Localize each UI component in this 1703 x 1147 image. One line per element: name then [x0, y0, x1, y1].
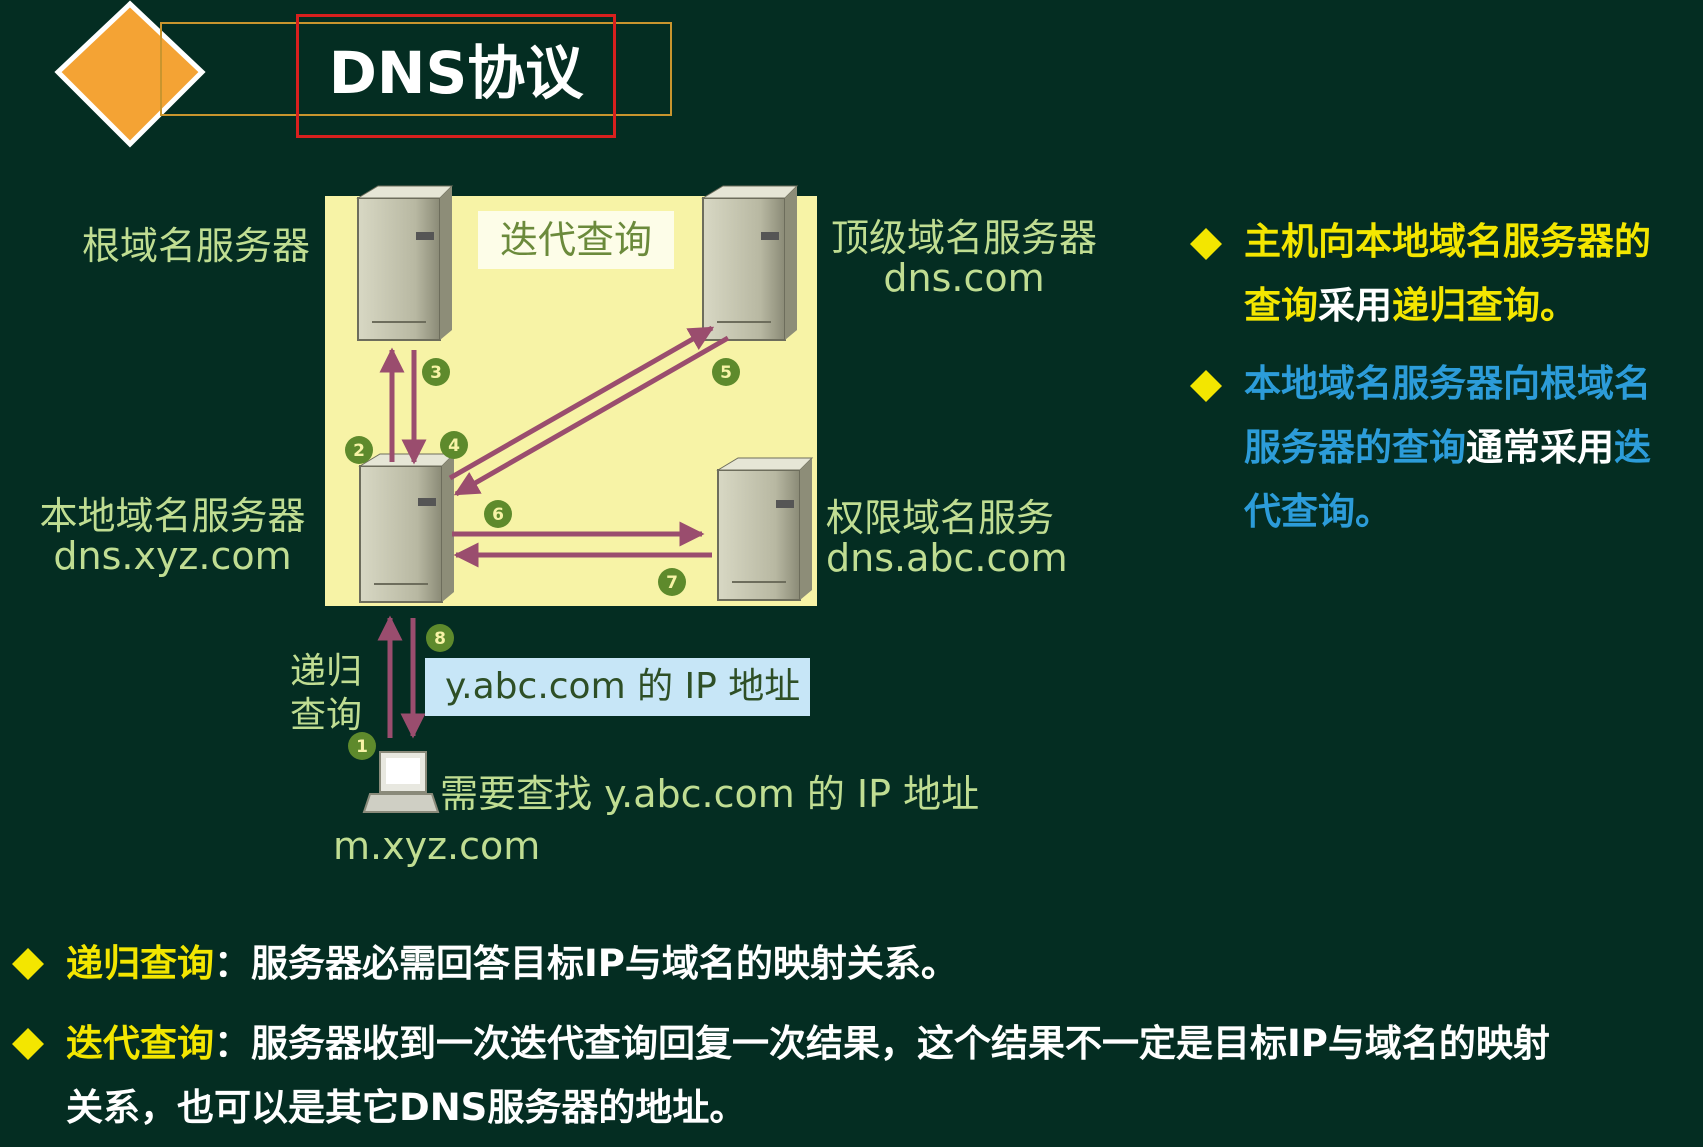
note2-line-2: 服务器的查询通常采用迭: [1244, 416, 1684, 480]
right-note-2: 本地域名服务器向根域名 服务器的查询通常采用迭 代查询。: [1244, 352, 1684, 544]
local-server-name: 本地域名服务器: [39, 494, 306, 538]
bullet-diamond-icon: [1190, 370, 1222, 402]
title-bar: [160, 22, 672, 116]
note1-query: 查询: [1244, 284, 1318, 327]
bottom-note-recursive: 递归查询：服务器必需回答目标IP与域名的映射关系。: [66, 932, 1686, 996]
step-badge-5: 5: [712, 358, 740, 386]
page-title: DNS协议: [328, 39, 584, 107]
note1-recursive: 递归查询: [1392, 284, 1540, 327]
bullet-diamond-icon: [12, 1028, 44, 1060]
step-badge-2: 2: [345, 436, 373, 464]
svg-text:3: 3: [430, 363, 442, 383]
tld-server-domain: dns.com: [883, 256, 1045, 300]
note2-line-3: 代查询。: [1244, 480, 1684, 544]
step-badge-7: 7: [658, 568, 686, 596]
step-badge-6: 6: [484, 500, 512, 528]
note1-adopt: 采用: [1318, 284, 1392, 327]
tld-server-label: 顶级域名服务器 dns.com: [822, 218, 1106, 298]
auth-server-domain: dns.abc.com: [826, 536, 1068, 580]
client-computer-icon: [362, 751, 440, 813]
note2-line-1: 本地域名服务器向根域名: [1244, 362, 1651, 405]
recursive-query-tag: 递归 查询: [290, 650, 362, 738]
lookup-request-label: 需要查找 y.abc.com 的 IP 地址: [440, 772, 980, 816]
note1-line-1: 主机向本地域名服务器的: [1244, 220, 1651, 263]
step-badge-8: 8: [426, 624, 454, 652]
note2-iter-end: 代查询: [1244, 490, 1355, 533]
note2-period: 。: [1355, 490, 1392, 533]
tld-server-icon: [701, 185, 799, 341]
step-badge-4: 4: [440, 431, 468, 459]
iterative-term: 迭代查询: [66, 1022, 214, 1065]
note1-period: 。: [1540, 284, 1577, 327]
svg-text:7: 7: [666, 573, 678, 593]
bullet-diamond-icon: [12, 948, 44, 980]
svg-text:1: 1: [356, 737, 368, 757]
title-highlight-box: [296, 14, 616, 138]
svg-text:5: 5: [720, 363, 732, 383]
auth-server-name: 权限域名服务: [826, 496, 1055, 540]
arrow-step-4: [448, 325, 715, 481]
recursive-desc: ：服务器必需回答目标IP与域名的映射关系。: [214, 942, 958, 985]
iterative-desc-2: 关系，也可以是其它DNS服务器的地址。: [66, 1086, 747, 1129]
arrow-step-5: [453, 335, 730, 497]
tld-server-name: 顶级域名服务器: [830, 216, 1097, 260]
iterative-line-1: 迭代查询：服务器收到一次迭代查询回复一次结果，这个结果不一定是目标IP与域名的映…: [66, 1012, 1686, 1076]
local-server-icon: [358, 453, 456, 603]
recursive-term: 递归查询: [66, 942, 214, 985]
auth-server-label: 权限域名服务 dns.abc.com: [826, 498, 1068, 578]
title-diamond-icon: [54, 0, 206, 148]
step-badge-1: 1: [348, 732, 376, 760]
local-server-domain: dns.xyz.com: [53, 534, 292, 578]
ip-answer-box: y.abc.com 的 IP 地址: [425, 658, 810, 716]
svg-text:6: 6: [492, 505, 504, 525]
client-host-label: m.xyz.com: [333, 824, 541, 868]
svg-text:2: 2: [353, 441, 365, 461]
bullet-diamond-icon: [1190, 228, 1222, 260]
note2-usually: 通常采用: [1466, 426, 1614, 469]
root-server-label: 根域名服务器: [82, 224, 311, 268]
step-badge-3: 3: [422, 358, 450, 386]
auth-server-icon: [716, 457, 814, 601]
iterative-desc-1: ：服务器收到一次迭代查询回复一次结果，这个结果不一定是目标IP与域名的映射: [214, 1022, 1550, 1065]
recursive-tag-line-1: 递归: [290, 651, 363, 692]
note2-iter-start: 迭: [1614, 426, 1651, 469]
root-server-icon: [356, 185, 454, 341]
note2-query: 服务器的查询: [1244, 426, 1466, 469]
local-server-label: 本地域名服务器 dns.xyz.com: [30, 496, 315, 576]
iterative-query-tag: 迭代查询: [478, 211, 674, 269]
svg-text:4: 4: [448, 436, 460, 456]
bottom-note-iterative: 迭代查询：服务器收到一次迭代查询回复一次结果，这个结果不一定是目标IP与域名的映…: [66, 1012, 1686, 1140]
svg-text:8: 8: [434, 629, 446, 649]
right-note-1: 主机向本地域名服务器的 查询采用递归查询。: [1244, 210, 1684, 338]
step-badges: 1 2 3 4 5 6 7 8: [345, 358, 740, 760]
recursive-tag-line-2: 查询: [290, 695, 363, 736]
note1-line-2: 查询采用递归查询。: [1244, 274, 1684, 338]
